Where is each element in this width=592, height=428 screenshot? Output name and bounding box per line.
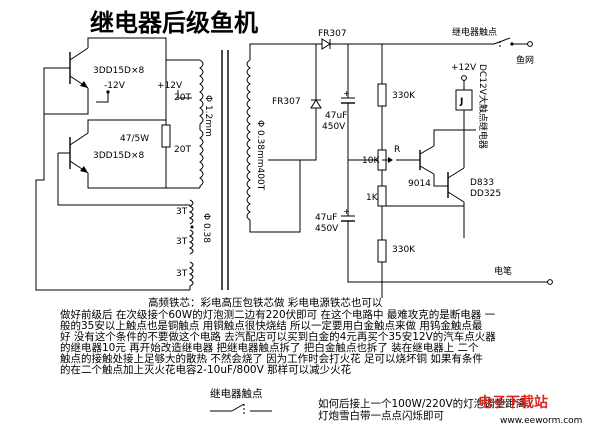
transistor-top	[58, 47, 89, 89]
resistor-divider	[377, 64, 393, 298]
resistor-47ohm	[161, 124, 171, 148]
transistor-top-label: 3DD15D×8	[93, 66, 145, 76]
watermark-logo: 电子下载站	[478, 395, 548, 411]
winding-20t-bottom-label: 20T	[174, 145, 191, 155]
electrode-rail	[382, 205, 553, 285]
note-line-1: 做好前级后 在次级接个60W的灯泡测二边有220伏即可 在这个电路中 最难攻克的…	[60, 309, 496, 321]
diagram-title: 继电器后级鱼机	[90, 9, 258, 37]
resistor-330k-bottom-label: 330K	[392, 245, 416, 255]
resistor-330k-top-label: 330K	[392, 91, 416, 101]
primary-winding	[199, 59, 204, 188]
transformer-core	[221, 50, 229, 290]
resistor-1k-label: 1K	[366, 193, 379, 203]
transistor-9014	[396, 129, 464, 187]
transistor-d833-label: D833	[470, 178, 494, 188]
capacitor-top: +	[341, 44, 382, 161]
diode-fr307-top	[316, 38, 383, 64]
wire-gauge-038-400t-label: Φ 0.38mm400T	[255, 120, 265, 191]
transistor-bottom-label: 3DD15D×8	[93, 151, 145, 161]
watermark-url: www.eeworm.com	[500, 416, 583, 426]
note-line-6: 的在二个触点加上灭火花电容2-10uF/800V 那样可以减少火花	[60, 364, 352, 376]
cap-top-value: 47uF	[325, 111, 347, 121]
relay-contact-top-label: 继电器触点	[452, 26, 497, 38]
transistor-d833	[447, 150, 465, 238]
wire-gauge-1-2-label: Φ 1.2mm	[203, 95, 213, 137]
electrode-label: 电笔	[494, 265, 512, 277]
diode-top-label: FR307	[318, 29, 347, 39]
resistor-10k-label: 10K	[362, 156, 380, 166]
bottom-note-1: 如何后接上一个100W/220V的灯泡调整距离	[318, 398, 527, 410]
transistor-dd325-label: DD325	[470, 189, 501, 199]
winding-3t-b-label: 3T	[176, 237, 188, 247]
relay-contact-bottom	[210, 403, 272, 414]
pos-12v-left-label: +12V	[157, 81, 183, 91]
note-line-2: 般的35安以上触点也是铜触点 用铜触点很快烧结 所以一定要用白金触点来做 用钨金…	[60, 320, 483, 332]
relay-coil	[455, 75, 476, 150]
oscillator-wiring	[35, 37, 200, 291]
pos-12v-right-label: +12V	[451, 63, 477, 73]
relay-desc-label: DC12V大触点继电器	[477, 64, 489, 149]
capacitor-bottom: +	[268, 160, 382, 283]
winding-3t-c-label: 3T	[176, 269, 188, 279]
svg-text:+: +	[343, 207, 350, 216]
relay-contact-top	[382, 37, 533, 47]
cap-bottom-value: 47uF	[315, 213, 337, 223]
feedback-windings	[172, 199, 194, 291]
diode-fr307-mid	[268, 44, 322, 161]
note-line-4: 的继电器10元 再开始改造继电器 把继电器触点拆了 把白金触点也拆了 装在继电器…	[60, 342, 479, 354]
svg-text:+: +	[343, 89, 350, 98]
secondary-winding	[246, 43, 316, 233]
neg-12v-label: -12V	[104, 81, 126, 91]
note-core: 高频铁芯：彩电高压包铁芯做 彩电电源铁芯也可以	[148, 297, 383, 309]
bottom-note-2: 灯炮雪白带一点点闪烁即可	[318, 410, 444, 422]
note-line-3: 好 没有这个条件的不要做这个电路 去汽配店可以买到白金的4元再买个35安12V的…	[60, 331, 496, 343]
winding-20t-top-label: 20T	[174, 93, 191, 103]
winding-3t-a-label: 3T	[176, 207, 188, 217]
note-line-5: 触点的接触处接上足够大的散热 不然会烧了 因为工作时会打火花 足可以烧坏铜 如果…	[60, 353, 483, 365]
transistor-9014-label: 9014	[408, 179, 431, 189]
diode-mid-label: FR307	[272, 97, 301, 107]
resistor-47-label: 47/5W	[120, 134, 149, 144]
bottom-relay-contact-label: 继电器触点	[210, 388, 263, 400]
fishnet-label: 鱼网	[516, 54, 534, 66]
wire-gauge-038-label: Φ 0.38	[201, 213, 211, 243]
transistor-bottom	[58, 132, 89, 174]
cap-top-voltage: 450V	[322, 122, 346, 132]
pot-r-label: R	[394, 145, 400, 155]
cap-bottom-voltage: 450V	[315, 224, 339, 234]
relay-j-label: J	[459, 97, 463, 107]
